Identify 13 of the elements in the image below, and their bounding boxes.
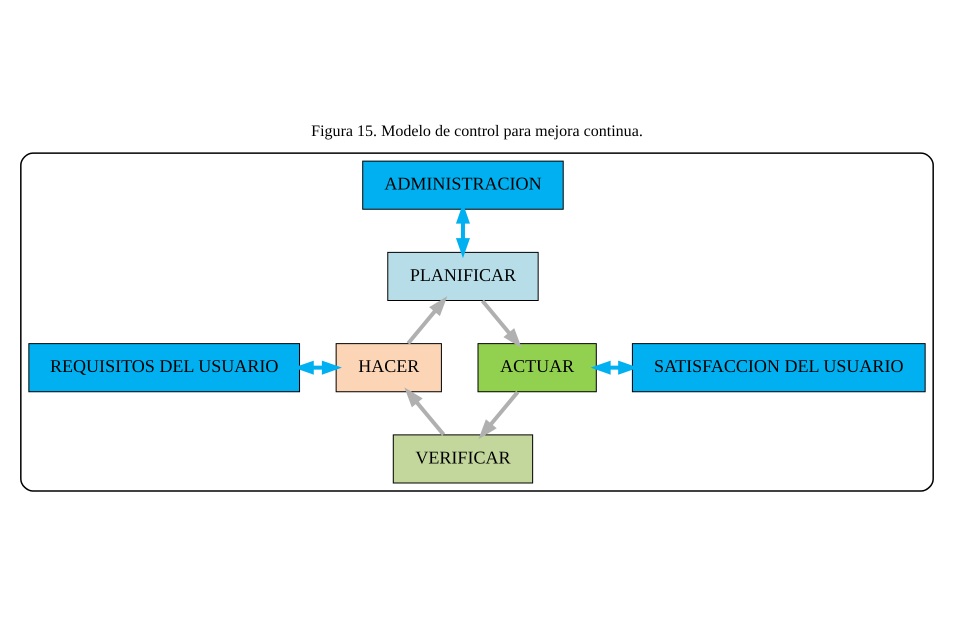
diagram-title: Figura 15. Modelo de control para mejora continua.	[311, 122, 643, 140]
node-box: ACTUAR	[478, 342, 597, 392]
node-box: REQUISITOS DEL USUARIO	[28, 342, 300, 392]
arrow	[404, 386, 446, 436]
cluster	[20, 152, 934, 492]
arrow	[480, 299, 522, 348]
node-box: ADMINISTRACION	[362, 160, 564, 210]
node-box: SATISFACCION DEL USUARIO	[632, 342, 926, 392]
node-box: VERIFICAR	[392, 434, 534, 483]
arrow	[478, 390, 520, 439]
node-box: HACER	[336, 342, 442, 392]
arrow	[406, 296, 448, 344]
node-box: PLANIFICAR	[387, 251, 539, 300]
